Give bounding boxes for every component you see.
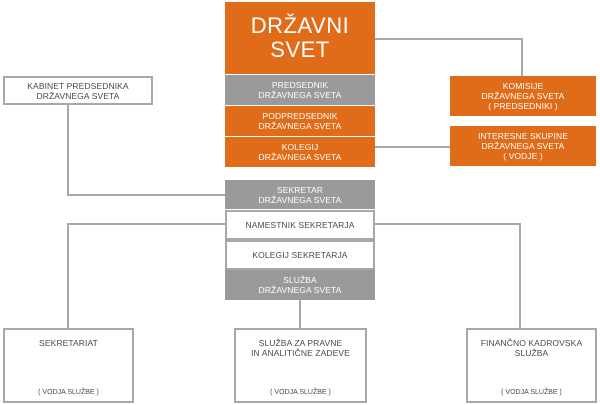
connector-line [67, 223, 69, 328]
interesne-skupine-label: INTERESNE SKUPINE DRŽAVNEGA SVETA ( VODJ… [477, 131, 569, 161]
kabinet-label: KABINET PREDSEDNIKA DRŽAVNEGA SVETA [27, 80, 129, 101]
sekretar-label: SEKRETAR DRŽAVNEGA SVETA [258, 184, 342, 205]
sekretariat-label: SEKRETARIAT [39, 338, 98, 348]
pravne-zadeve-vodja-label: ( VODJA SLUŽBE ) [270, 389, 331, 396]
kolegij-sekretarja-box: KOLEGIJ SEKRETARJA [225, 240, 375, 270]
connector-line [299, 300, 301, 328]
podpredsednik-label: PODPREDSEDNIK DRŽAVNEGA SVETA [258, 111, 342, 131]
kabinet-box: KABINET PREDSEDNIKA DRŽAVNEGA SVETA [3, 76, 153, 105]
komisije-label: KOMISIJE DRŽAVNEGA SVETA ( PREDSEDNIKI ) [481, 81, 565, 111]
komisije-box: KOMISIJE DRŽAVNEGA SVETA ( PREDSEDNIKI ) [450, 76, 596, 116]
kolegij-box: KOLEGIJ DRŽAVNEGA SVETA [225, 137, 375, 167]
connector-line [521, 38, 523, 76]
pravne-zadeve-label: SLUŽBA ZA PRAVNE IN ANALITIČNE ZADEVE [251, 338, 350, 358]
sluzba-box: SLUŽBA DRŽAVNEGA SVETA [225, 270, 375, 300]
sekretariat-box: SEKRETARIAT ( VODJA SLUŽBE ) [3, 328, 134, 403]
drzavni-svet-box: DRŽAVNI SVET [225, 2, 375, 74]
drzavni-svet-label: DRŽAVNI SVET [250, 13, 350, 62]
connector-line [67, 223, 225, 225]
predsednik-label: PREDSEDNIK DRŽAVNEGA SVETA [258, 80, 342, 100]
sekretar-box: SEKRETAR DRŽAVNEGA SVETA [225, 180, 375, 209]
podpredsednik-box: PODPREDSEDNIK DRŽAVNEGA SVETA [225, 106, 375, 136]
connector-line [375, 223, 521, 225]
pravne-zadeve-box: SLUŽBA ZA PRAVNE IN ANALITIČNE ZADEVE ( … [234, 328, 367, 403]
connector-line [67, 194, 225, 196]
financno-kadrovska-box: FINANČNO KADROVSKA SLUŽBA ( VODJA SLUŽBE… [466, 328, 597, 403]
financno-kadrovska-vodja-label: ( VODJA SLUŽBE ) [501, 389, 562, 396]
sekretariat-vodja-label: ( VODJA SLUŽBE ) [38, 389, 99, 396]
predsednik-box: PREDSEDNIK DRŽAVNEGA SVETA [225, 75, 375, 105]
connector-line [67, 104, 69, 195]
kolegij-sekretarja-label: KOLEGIJ SEKRETARJA [252, 250, 348, 260]
connector-line [519, 223, 521, 328]
sluzba-label: SLUŽBA DRŽAVNEGA SVETA [258, 275, 342, 295]
connector-line [375, 146, 450, 148]
namestnik-box: NAMESTNIK SEKRETARJA [225, 210, 375, 240]
kolegij-label: KOLEGIJ DRŽAVNEGA SVETA [258, 142, 342, 162]
financno-kadrovska-label: FINANČNO KADROVSKA SLUŽBA [480, 338, 583, 358]
connector-line [375, 38, 523, 40]
namestnik-label: NAMESTNIK SEKRETARJA [245, 220, 355, 230]
interesne-skupine-box: INTERESNE SKUPINE DRŽAVNEGA SVETA ( VODJ… [450, 126, 596, 166]
